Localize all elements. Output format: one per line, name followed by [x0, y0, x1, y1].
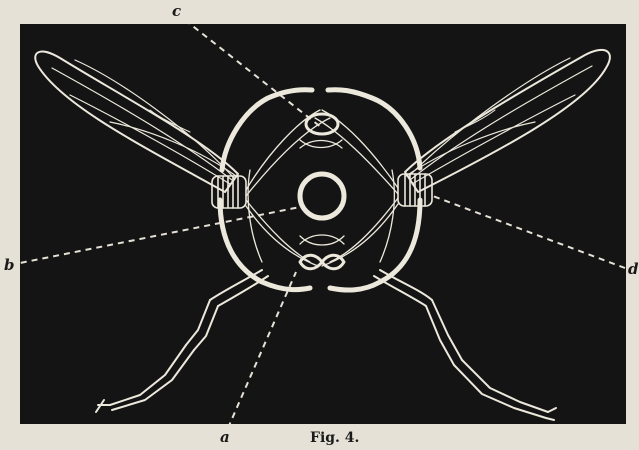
- label-b: b: [4, 258, 15, 273]
- label-d: d: [628, 262, 639, 277]
- label-a: a: [220, 430, 230, 445]
- figure-caption: Fig. 4.: [310, 430, 359, 446]
- label-c: c: [172, 4, 181, 19]
